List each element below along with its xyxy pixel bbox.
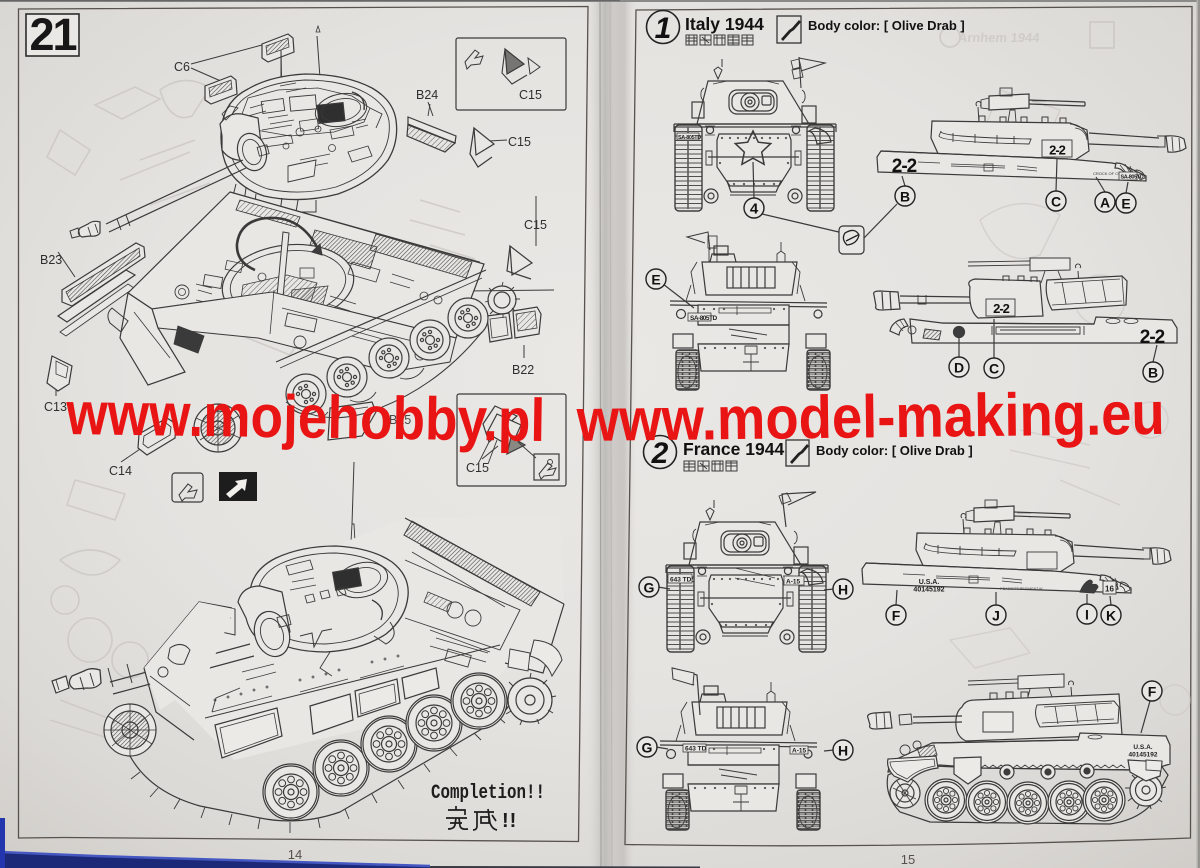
svg-text:14: 14	[288, 847, 302, 862]
svg-text:K: K	[1106, 608, 1116, 624]
svg-text:E: E	[1121, 196, 1130, 212]
svg-text:G: G	[642, 740, 653, 756]
svg-text:B22: B22	[512, 363, 534, 377]
svg-text:SA-805TD: SA-805TD	[690, 315, 718, 322]
svg-text:SA-805TD: SA-805TD	[1121, 175, 1144, 181]
svg-text:B25: B25	[389, 413, 411, 427]
svg-text:2-2: 2-2	[1049, 143, 1066, 158]
svg-text:2-2: 2-2	[892, 156, 917, 177]
svg-text:C: C	[989, 361, 999, 377]
svg-text:Completion!!: Completion!!	[431, 782, 545, 805]
svg-text:C13: C13	[44, 400, 67, 414]
svg-text:Body color: [ Olive Drab ]: Body color: [ Olive Drab ]	[808, 18, 965, 33]
svg-text:H: H	[838, 743, 848, 759]
svg-text:C: C	[1051, 194, 1061, 210]
svg-text:1: 1	[655, 12, 672, 45]
svg-text:B: B	[1148, 365, 1158, 381]
svg-text:C14: C14	[109, 464, 132, 478]
svg-text:A-15: A-15	[792, 748, 806, 755]
svg-text:21: 21	[29, 9, 76, 60]
svg-text:U.S.A.: U.S.A.	[919, 579, 940, 586]
svg-text:15: 15	[901, 852, 915, 867]
svg-text:U.S.A.: U.S.A.	[1133, 744, 1152, 751]
svg-text:I: I	[1085, 607, 1089, 623]
svg-text:CROCK OF COGNAC: CROCK OF COGNAC	[1093, 171, 1133, 176]
svg-text:www.model-making.eu: www.model-making.eu	[575, 379, 1165, 454]
svg-text:B24: B24	[416, 88, 438, 102]
svg-text:2-2: 2-2	[993, 301, 1010, 316]
svg-text:C6: C6	[174, 60, 190, 74]
svg-text:2-2: 2-2	[1140, 327, 1165, 348]
svg-text:643 TD: 643 TD	[685, 746, 707, 753]
svg-text:D: D	[954, 360, 964, 376]
svg-text:J: J	[992, 608, 1000, 624]
svg-text:C15: C15	[519, 88, 542, 102]
svg-text:A-15: A-15	[786, 579, 800, 586]
svg-text:16: 16	[1105, 585, 1114, 594]
svg-text:C15: C15	[524, 218, 547, 232]
svg-text:Italy 1944: Italy 1944	[685, 14, 764, 34]
svg-text:7 BASKETT REGIMENT W: 7 BASKETT REGIMENT W	[1000, 587, 1043, 591]
svg-text:B: B	[900, 189, 910, 205]
svg-text:G: G	[644, 580, 655, 596]
svg-text:A: A	[1100, 195, 1110, 211]
svg-text:643 TD: 643 TD	[670, 577, 692, 584]
svg-text:40145192: 40145192	[913, 587, 944, 594]
svg-text:2: 2	[651, 437, 669, 470]
svg-text:B23: B23	[40, 253, 62, 267]
svg-text:F: F	[1148, 684, 1157, 700]
svg-text:4: 4	[750, 201, 759, 218]
svg-text:C15: C15	[508, 135, 531, 149]
svg-text:France 1944: France 1944	[683, 439, 784, 459]
svg-text:H: H	[838, 582, 848, 598]
svg-text:www.mojehobby.pl: www.mojehobby.pl	[65, 379, 546, 454]
svg-text:Body color: [ Olive Drab ]: Body color: [ Olive Drab ]	[816, 443, 973, 458]
svg-text:!!: !!	[502, 810, 517, 832]
svg-text:F: F	[892, 608, 901, 624]
svg-text:E: E	[651, 272, 660, 288]
svg-text:C15: C15	[466, 461, 489, 475]
svg-text:Arnhem 1944: Arnhem 1944	[957, 30, 1041, 45]
svg-text:40145192: 40145192	[1129, 752, 1158, 759]
